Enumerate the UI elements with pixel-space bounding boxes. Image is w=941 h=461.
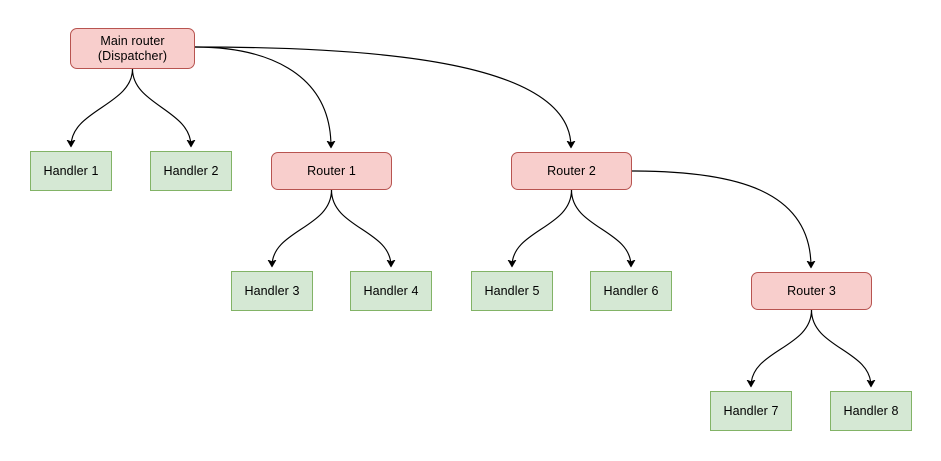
node-router-2[interactable]: Router 2 — [511, 152, 632, 190]
edge-router-2-to-router-3 — [631, 170, 811, 267]
edge-router-1-to-handler-3 — [272, 189, 333, 266]
node-label-handler-3: Handler 3 — [244, 283, 300, 298]
node-label-handler-4: Handler 4 — [363, 283, 419, 298]
node-label-main-router: Main router (Dispatcher) — [97, 33, 168, 63]
node-handler-8[interactable]: Handler 8 — [830, 391, 912, 431]
node-label-handler-8: Handler 8 — [843, 403, 899, 418]
edge-main-router-to-router-1 — [194, 46, 331, 147]
node-label-router-1: Router 1 — [307, 163, 356, 178]
node-handler-5[interactable]: Handler 5 — [471, 271, 553, 311]
node-label-handler-2: Handler 2 — [163, 163, 219, 178]
edge-router-2-to-handler-5 — [512, 189, 573, 266]
edges-group — [71, 46, 872, 386]
node-label-router-2: Router 2 — [547, 163, 596, 178]
node-handler-3[interactable]: Handler 3 — [231, 271, 313, 311]
edge-router-3-to-handler-8 — [810, 309, 872, 386]
node-label-handler-6: Handler 6 — [603, 283, 659, 298]
edge-main-router-to-handler-2 — [131, 68, 192, 146]
node-label-handler-7: Handler 7 — [723, 403, 779, 418]
node-router-3[interactable]: Router 3 — [751, 272, 872, 310]
edge-router-2-to-handler-6 — [570, 189, 632, 266]
edge-main-router-to-router-2 — [194, 46, 571, 147]
node-handler-6[interactable]: Handler 6 — [590, 271, 672, 311]
node-handler-1[interactable]: Handler 1 — [30, 151, 112, 191]
node-handler-7[interactable]: Handler 7 — [710, 391, 792, 431]
node-router-1[interactable]: Router 1 — [271, 152, 392, 190]
node-label-handler-1: Handler 1 — [43, 163, 99, 178]
node-label-handler-5: Handler 5 — [484, 283, 540, 298]
node-handler-4[interactable]: Handler 4 — [350, 271, 432, 311]
node-label-router-3: Router 3 — [787, 283, 836, 298]
edge-router-3-to-handler-7 — [751, 309, 813, 386]
edge-router-1-to-handler-4 — [330, 189, 392, 266]
edge-main-router-to-handler-1 — [71, 68, 134, 146]
node-main-router[interactable]: Main router (Dispatcher) — [70, 28, 195, 69]
node-handler-2[interactable]: Handler 2 — [150, 151, 232, 191]
